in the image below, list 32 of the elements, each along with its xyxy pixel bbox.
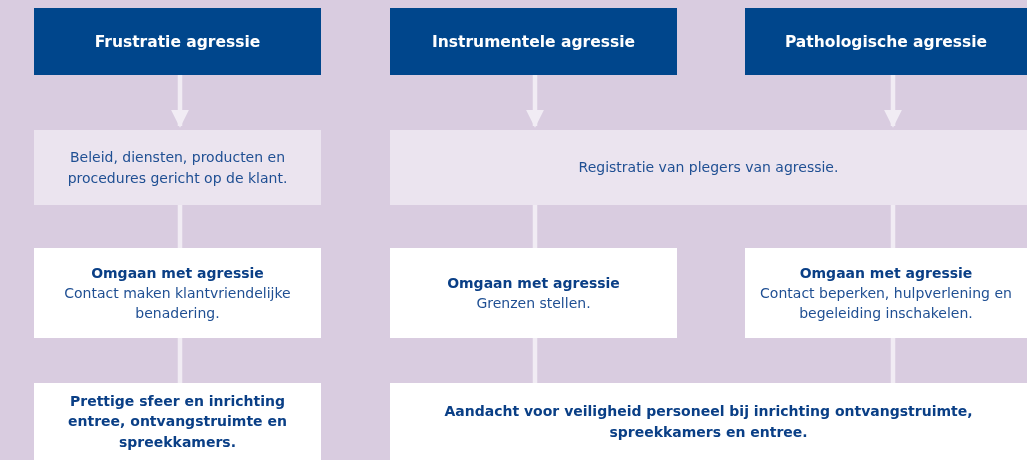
connector-line <box>177 205 183 248</box>
text-box <box>390 130 1027 205</box>
text-box <box>34 248 321 338</box>
text-box <box>34 383 321 460</box>
text-box <box>390 383 1027 460</box>
arrow <box>526 75 544 128</box>
connector-line <box>177 338 183 383</box>
text-box <box>34 130 321 205</box>
connector-line <box>532 338 538 383</box>
box-text: Instrumentele agressie <box>432 32 635 51</box>
box-text: Contact beperken, hulpverlening en begeleiding inschakelen. <box>759 283 1013 324</box>
box-text: Frustratie agressie <box>94 32 261 51</box>
header-box <box>745 8 1027 75</box>
connector-line <box>890 205 896 248</box>
header-box <box>34 8 321 75</box>
box-text: Grenzen stellen. <box>476 294 591 313</box>
box-heading: Omgaan met agressie <box>799 263 973 283</box>
box-text: Registratie van plegers van agressie. <box>578 158 839 177</box>
box-text: Aandacht voor veiligheid personeel bij inrichting ontvangstruimte, spreekkamers en entree. <box>443 402 974 442</box>
box-text: Pathologische agressie <box>784 32 988 51</box>
text-box <box>745 248 1027 338</box>
arrow <box>171 75 189 128</box>
header-box <box>390 8 677 75</box>
box-text: Beleid, diensten, producten en procedures gericht op de klant. <box>66 147 289 188</box>
box-heading: Omgaan met agressie <box>447 273 620 293</box>
arrow <box>884 75 902 128</box>
text-box <box>390 248 677 338</box>
connector-line <box>890 338 896 383</box>
box-text: Prettige sfeer en inrichting entree, ontvangstruimte en spreekkamers. <box>67 392 288 452</box>
connector-line <box>532 205 538 248</box>
box-heading: Omgaan met agressie <box>91 263 264 283</box>
box-text: Contact maken klantvriendelijke benadering. <box>63 283 292 324</box>
